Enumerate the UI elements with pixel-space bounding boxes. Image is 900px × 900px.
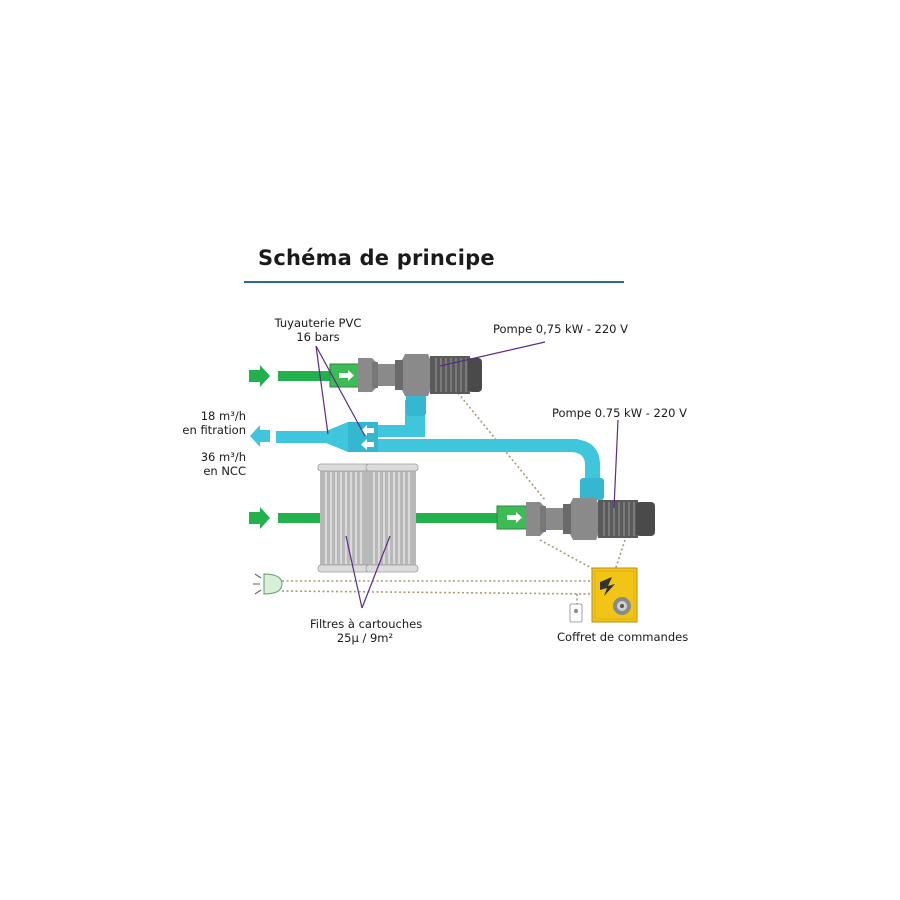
flow-ncc-line2: en NCC	[203, 464, 246, 478]
flow-arrow-icon	[339, 370, 354, 381]
outlet-arrow-icon	[250, 425, 270, 447]
lightning-icon	[600, 577, 615, 596]
flow-ncc-line1: 36 m³/h	[200, 450, 246, 464]
flow-arrow-icon	[361, 439, 374, 450]
pump1-label: Pompe 0,75 kW - 220 V	[493, 322, 629, 336]
title-rule	[244, 281, 624, 283]
pipe-label-line1: Tuyauterie PVC	[274, 316, 362, 330]
leader-lines	[315, 341, 619, 609]
filters-label-line2: 25µ / 9m²	[336, 631, 394, 645]
cartridge-filter-icon	[365, 463, 419, 573]
flow-filtration-label: 18 m³/h en fitration	[160, 409, 246, 437]
inlet-arrow-icon	[249, 507, 270, 529]
remote-button-icon	[569, 603, 583, 623]
motor-icon	[430, 356, 482, 394]
pump-icon	[526, 498, 600, 540]
flow-filtration-line2: en fitration	[182, 423, 246, 437]
pipe-label: Tuyauterie PVC 16 bars	[268, 316, 368, 344]
control-box-label: Coffret de commandes	[557, 630, 689, 644]
filters-label: Filtres à cartouches 25µ / 9m²	[310, 617, 423, 645]
flow-ncc-label: 36 m³/h en NCC	[160, 450, 246, 478]
flow-filtration-line1: 18 m³/h	[200, 409, 246, 423]
flow-arrow-icon	[361, 425, 374, 436]
filters-label-line1: Filtres à cartouches	[310, 617, 423, 631]
pump-icon	[358, 354, 432, 396]
pump2-label: Pompe 0.75 kW - 220 V	[552, 406, 688, 420]
outlet-pipework	[276, 394, 604, 500]
control-box-icon	[591, 567, 638, 623]
inlet-pipe-top	[278, 371, 330, 381]
inlet-arrow-icon	[249, 365, 270, 387]
projector-light-icon	[253, 573, 283, 595]
motor-icon	[598, 500, 655, 538]
flow-arrow-icon	[507, 512, 522, 523]
pipe-label-line2: 16 bars	[296, 330, 340, 344]
gauge-icon	[613, 597, 631, 615]
page-title: Schéma de principe	[258, 246, 495, 270]
cartridge-filter-icon	[317, 463, 371, 573]
